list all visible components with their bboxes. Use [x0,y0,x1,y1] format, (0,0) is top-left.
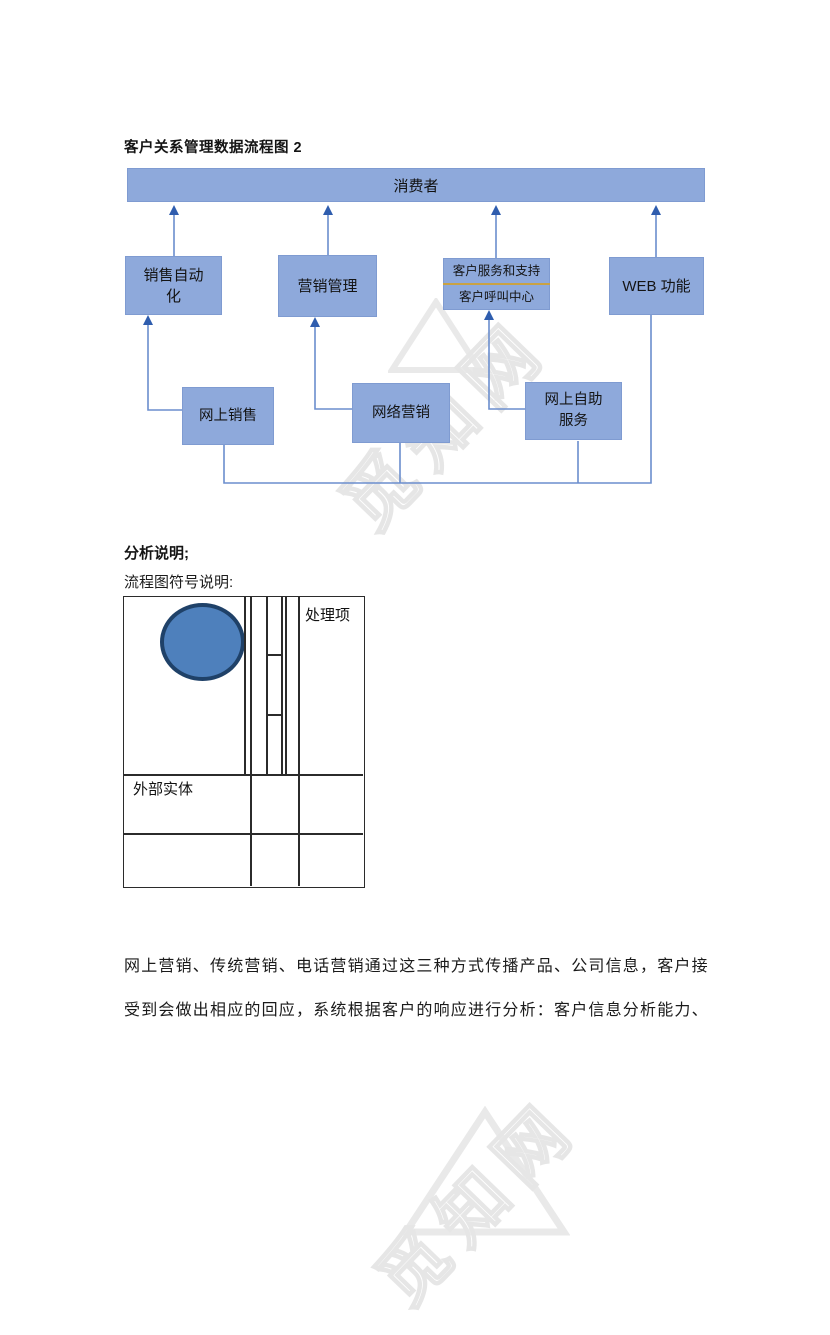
paragraph-line-1: 网上营销、传统营销、电话营销通过这三种方式传播产品、公司信息，客户接 [124,958,709,975]
flow-node-sales-automation: 销售自动化 [125,256,222,315]
flow-node-customer-service: 客户服务和支持 客户呼叫中心 [443,258,550,310]
arrowhead-up-icon [484,310,494,320]
page-title: 客户关系管理数据流程图 2 [124,140,303,156]
flow-node-online-sales: 网上销售 [182,387,274,445]
flow-node-web-function: WEB 功能 [609,257,704,315]
processing-item-label: 处理项 [305,607,351,624]
body-paragraph: 网上营销、传统营销、电话营销通过这三种方式传播产品、公司信息，客户接 受到会做出… [124,945,724,1033]
connector-selfservice-to-service [488,318,525,410]
arrowhead-up-icon [169,205,179,215]
connector-onlinesales-to-salesauto [147,323,182,411]
arrowhead-up-icon [491,205,501,215]
arrowhead-up-icon [323,205,333,215]
arrowhead-up-icon [651,205,661,215]
flow-node-network-marketing: 网络营销 [352,383,450,443]
table-line [298,774,300,886]
flow-node-online-self-service: 网上自助服务 [525,382,622,440]
table-line [124,833,363,835]
triangle-outline-icon [388,298,484,373]
watermark-logo-triangle-center [388,298,484,373]
paragraph-line-2: 受到会做出相应的回应，系统根据客户的响应进行分析：客户信息分析能力、 [124,1002,709,1019]
processing-circle-symbol [160,603,245,681]
table-line [266,654,283,656]
symbol-legend-heading: 流程图符号说明: [124,574,234,591]
connector-bottom-bus-to-web [223,315,652,484]
table-line [266,597,268,774]
external-entity-label: 外部实体 [133,781,194,798]
connector-netmarketing-to-marketing [314,325,352,410]
flow-node-consumer: 消费者 [127,168,705,202]
symbol-table: 处理项 外部实体 [123,596,365,888]
table-line [250,774,252,886]
table-line [244,597,246,774]
analysis-heading: 分析说明; [124,545,189,562]
document-page: { "page": { "title": "客户关系管理数据流程图 2" }, … [123,140,724,1322]
flow-node-customer-service-top-label: 客户服务和支持 [452,264,541,278]
table-line [298,597,300,774]
table-line [124,774,363,776]
table-line [266,714,283,716]
flow-node-customer-service-bottom-label: 客户呼叫中心 [458,290,534,304]
flow-connectors [143,205,661,484]
table-line [285,597,287,774]
arrowhead-up-icon [310,317,320,327]
table-line [281,597,283,774]
flow-node-marketing-management: 营销管理 [278,255,377,317]
arrowhead-up-icon [143,315,153,325]
table-line [250,597,252,774]
service-divider-line [443,283,550,285]
